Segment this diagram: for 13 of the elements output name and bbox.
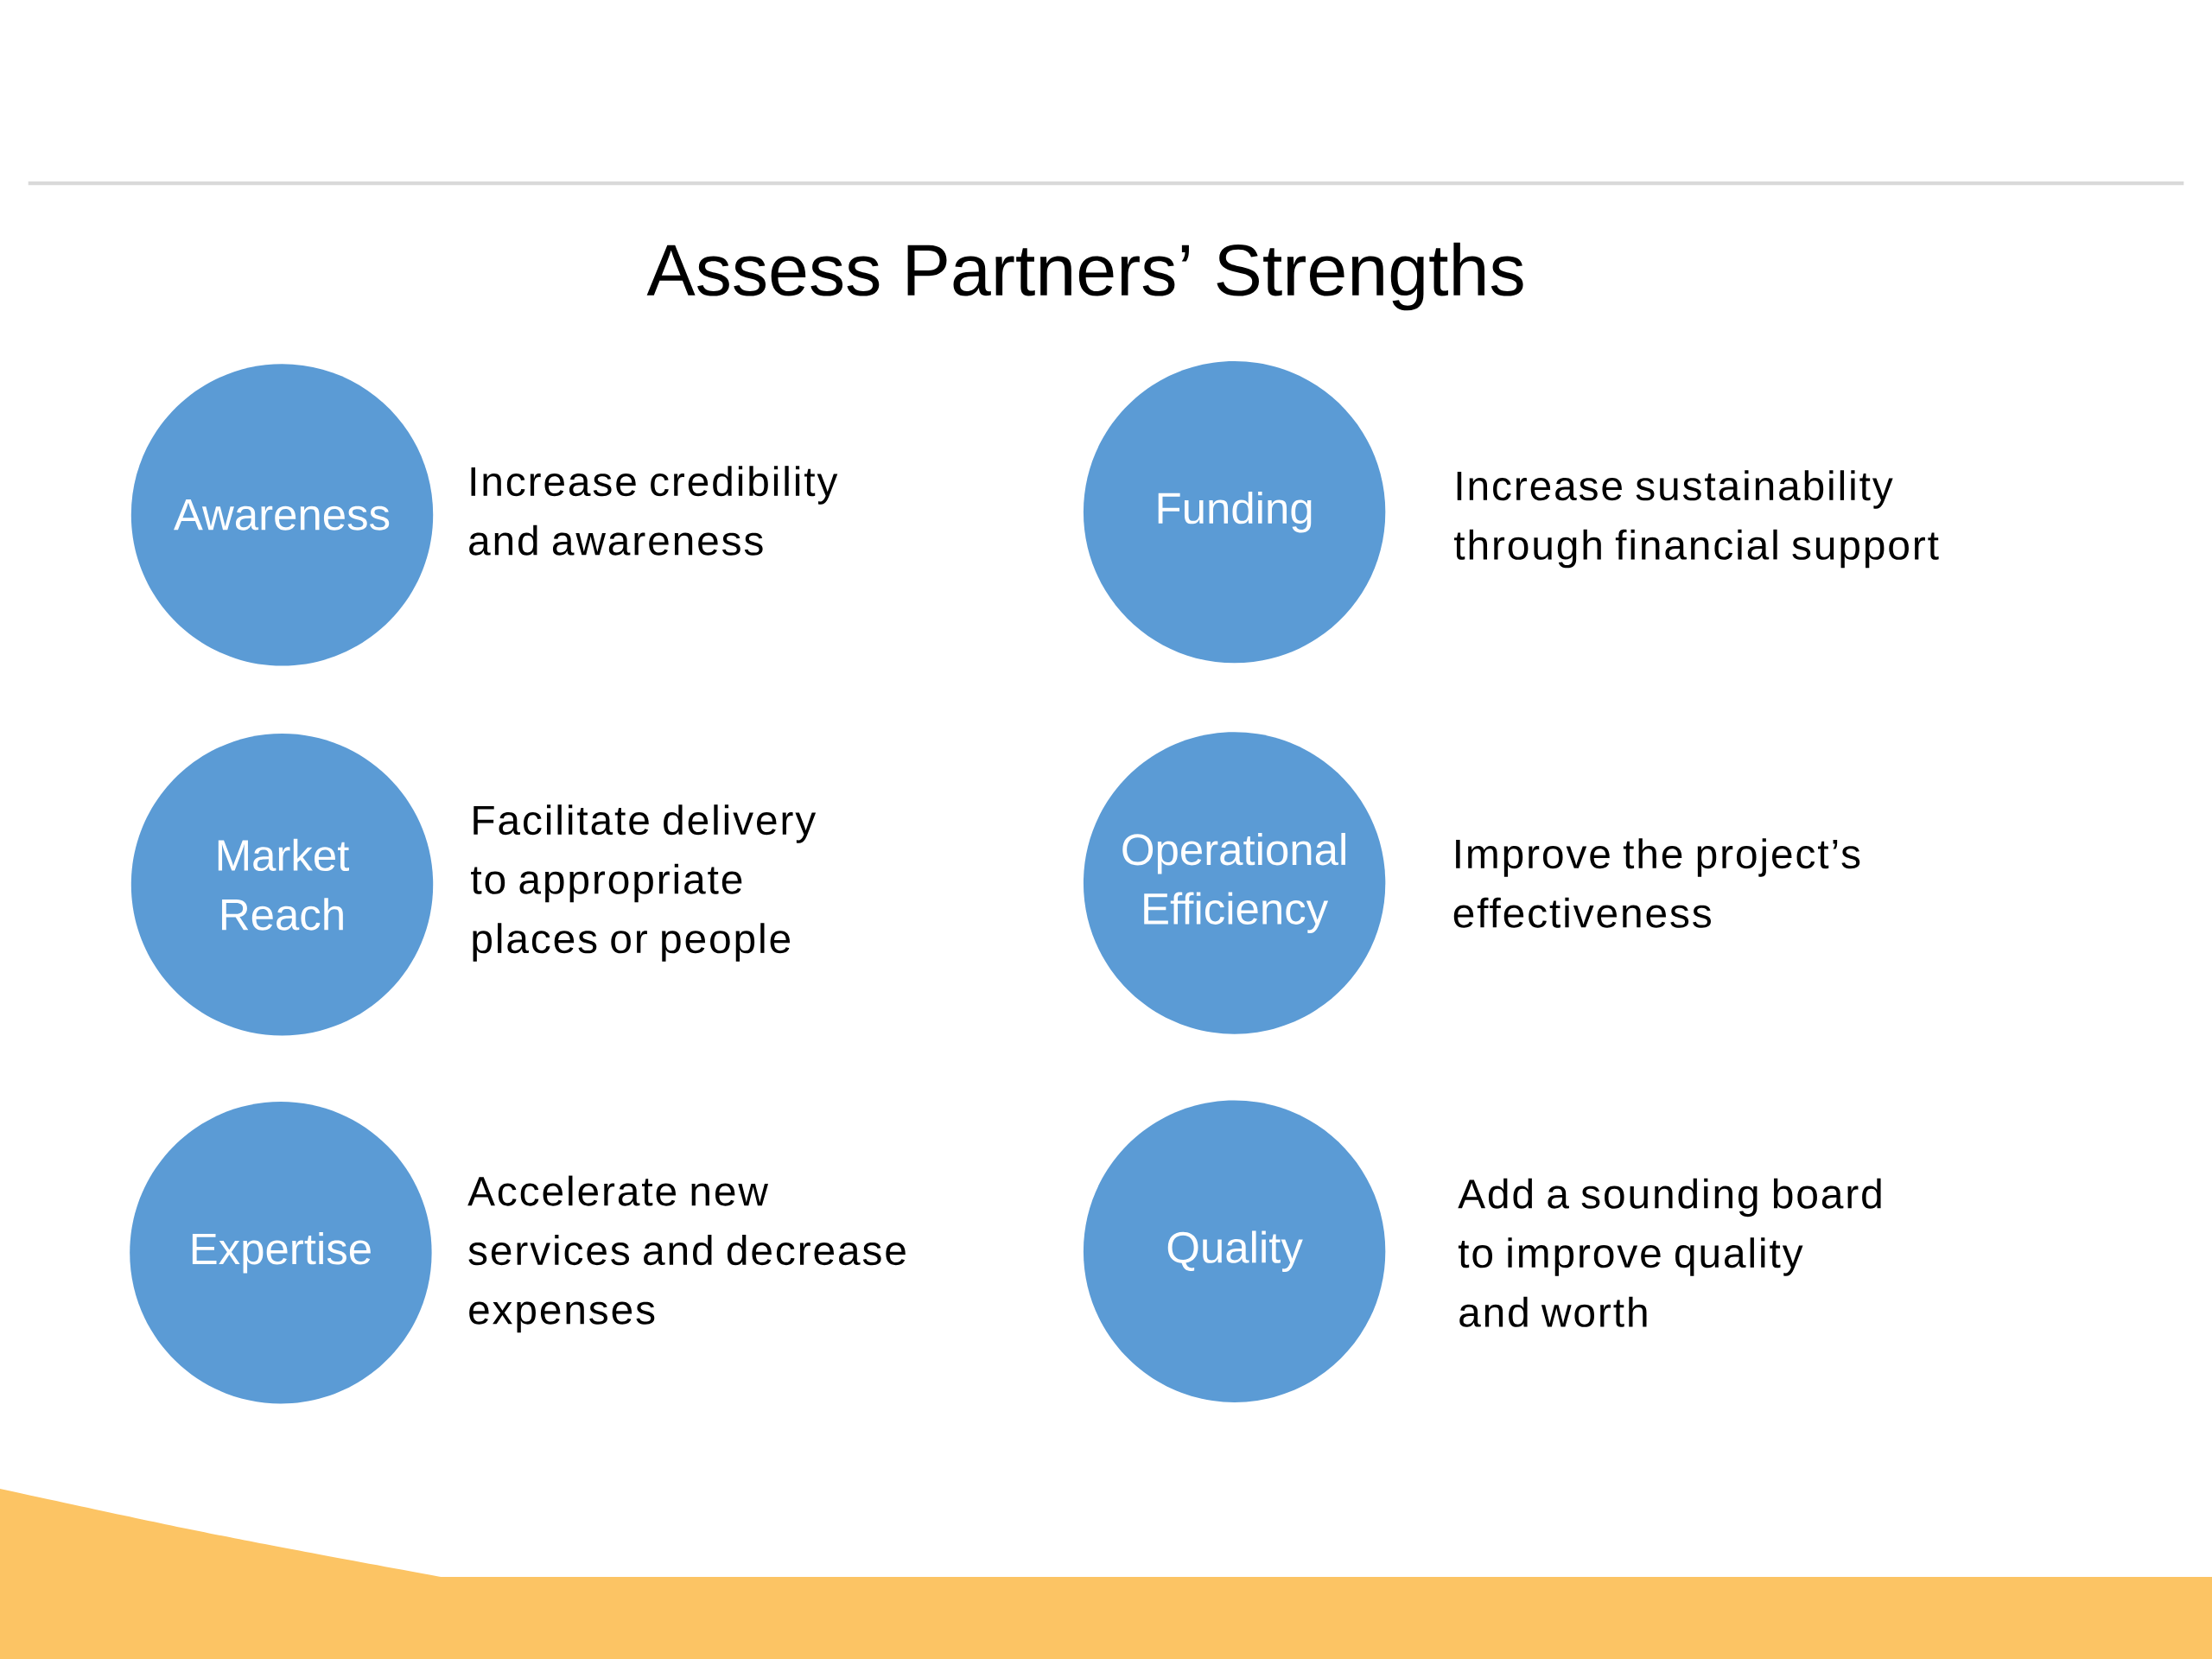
description-text: Add a sounding board to improve quality and worth [1458,1178,1881,1327]
circle-node: Expertise [130,1102,432,1404]
circle-node: Funding [1083,360,1386,664]
description-text: Facilitate delivery to appropriate places or people [471,804,817,962]
circle-node: Operational Efficiency [1083,732,1386,1034]
title: Assess Partners’ Strengths [646,242,1523,311]
description-text: Improve the project’s effectiveness [1453,838,1860,928]
description-text: Accelerate new services and decrease expenses [467,1175,906,1333]
circle-node: Market Reach [130,734,434,1036]
circle-node: Quality [1083,1100,1386,1402]
description-text: Increase sustainability through financial support [1454,470,1939,569]
circle-node: Awareness [130,364,434,666]
description-text: Increase credibility and awareness [469,466,838,556]
